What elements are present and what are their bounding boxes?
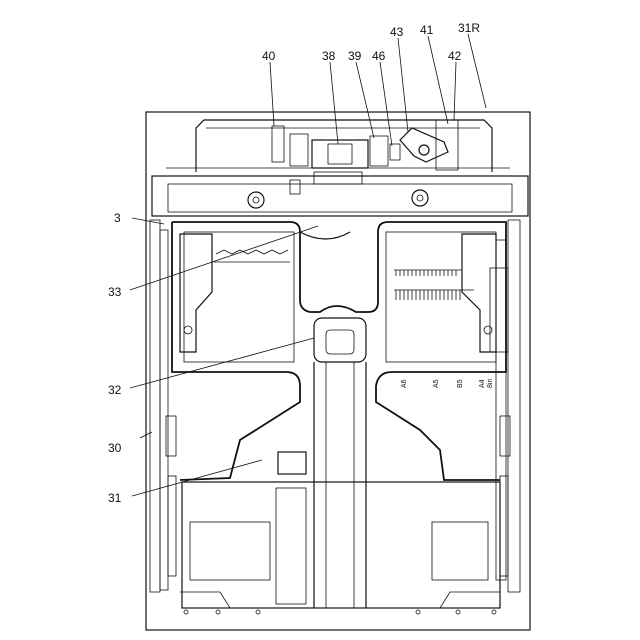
base-plate-31 (166, 416, 510, 608)
ref-42: 42 (448, 49, 462, 63)
left-guide (180, 234, 290, 352)
top-mechanism (166, 120, 510, 194)
side-walls (150, 220, 520, 592)
ref-41: 41 (420, 23, 434, 37)
right-guide (394, 234, 508, 352)
component-46 (390, 144, 400, 160)
ref-40: 40 (262, 49, 276, 63)
leader-lines (130, 34, 486, 496)
rack-upper (394, 270, 462, 276)
cassette-top-rail (152, 176, 528, 216)
mark-a4: A4 (479, 379, 486, 388)
mark-b5: B5 (457, 379, 464, 388)
screw-left (248, 192, 264, 208)
ref-33: 33 (108, 285, 122, 299)
ref-39: 39 (348, 49, 362, 63)
center-lever-32 (314, 318, 366, 608)
outer-frame (146, 112, 530, 630)
paper-size-marks: A6 A5 B5 A4 8in (401, 379, 494, 388)
component-40 (272, 126, 284, 162)
component-39 (370, 136, 388, 166)
ref-46: 46 (372, 49, 386, 63)
ref-3: 3 (114, 211, 121, 225)
ref-31: 31 (108, 491, 122, 505)
ref-30: 30 (108, 441, 122, 455)
bottom-holes (184, 610, 496, 614)
component-41 (436, 120, 458, 170)
ref-32: 32 (108, 383, 122, 397)
ref-31r: 31R (458, 21, 480, 35)
mark-8in: 8in (487, 379, 494, 388)
mark-a5: A5 (433, 379, 440, 388)
mark-a6: A6 (401, 379, 408, 388)
screw-right (412, 190, 428, 206)
tray-33 (172, 222, 506, 480)
ref-43: 43 (390, 25, 404, 39)
ref-38: 38 (322, 49, 336, 63)
